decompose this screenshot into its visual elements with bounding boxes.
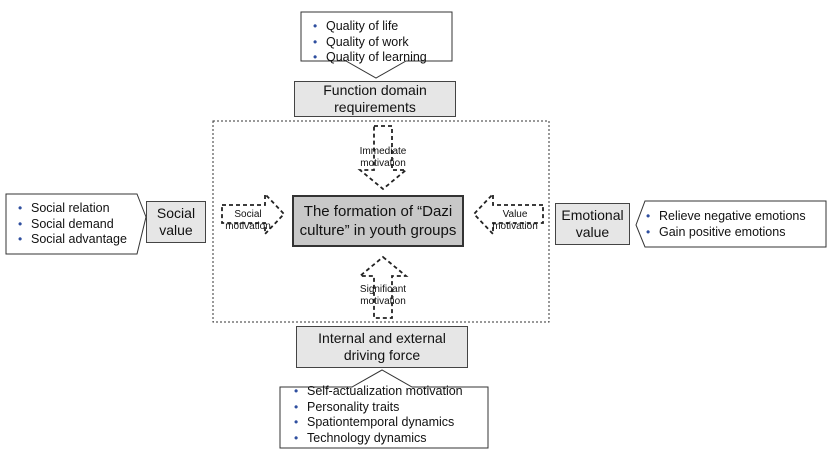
driving-force-label-line1: Internal and external	[318, 330, 446, 347]
list-item: Quality of work	[312, 35, 427, 51]
driving-force-list: Self-actualization motivation Personalit…	[293, 384, 463, 446]
social-value-list: Social relation Social demand Social adv…	[17, 201, 127, 248]
list-item: Gain positive emotions	[645, 225, 806, 241]
social-value-box: Social value	[146, 201, 206, 243]
emotional-value-list: Relieve negative emotions Gain positive …	[645, 209, 806, 240]
list-item: Personality traits	[293, 400, 463, 416]
list-item: Quality of learning	[312, 50, 427, 66]
list-item: Quality of life	[312, 19, 427, 35]
social-motivation-label: Social motivation	[216, 209, 280, 233]
value-motivation-label: Value motivation	[484, 209, 546, 233]
list-item: Technology dynamics	[293, 431, 463, 447]
significant-motivation-arrow	[357, 255, 409, 319]
function-domain-box: Function domain requirements	[294, 81, 456, 117]
emotional-value-box: Emotional value	[555, 203, 630, 245]
function-domain-list: Quality of life Quality of work Quality …	[312, 19, 427, 66]
immediate-motivation-line2: motivation	[360, 158, 406, 169]
social-value-label-line1: Social	[156, 205, 196, 222]
center-label-line2: culture” in youth groups	[299, 222, 457, 239]
social-motivation-line1: Social	[234, 209, 262, 220]
value-motivation-line2: motivation	[492, 221, 538, 232]
list-item: Social advantage	[17, 232, 127, 248]
value-motivation-arrow	[472, 191, 544, 237]
significant-motivation-line2: motivation	[360, 296, 406, 307]
social-value-label-line2: value	[159, 222, 193, 238]
motivation-frame	[212, 120, 550, 323]
list-item: Social relation	[17, 201, 127, 217]
significant-motivation-line1: Significant	[359, 284, 407, 295]
list-item: Self-actualization motivation	[293, 384, 463, 400]
emotional-value-label-line1: Emotional	[561, 207, 624, 224]
function-domain-label-line1: Function domain	[323, 82, 427, 99]
driving-force-label-line2: driving force	[343, 347, 421, 363]
function-domain-label-line2: requirements	[334, 99, 416, 115]
immediate-motivation-arrow	[357, 125, 409, 191]
value-motivation-line1: Value	[502, 209, 528, 220]
driving-force-box: Internal and external driving force	[296, 326, 468, 368]
significant-motivation-label: Significant motivation	[343, 284, 423, 308]
emotional-value-label-line2: value	[575, 224, 610, 240]
immediate-motivation-line1: Immediate	[359, 146, 407, 157]
list-item: Spationtemporal dynamics	[293, 415, 463, 431]
list-item: Social demand	[17, 217, 127, 233]
immediate-motivation-label: Immediate motivation	[345, 146, 421, 170]
center-label-line1: The formation of “Dazi	[303, 202, 453, 220]
dazi-culture-box: The formation of “Dazi culture” in youth…	[292, 195, 464, 247]
social-motivation-line2: motivation	[225, 221, 271, 232]
social-motivation-arrow	[221, 191, 286, 237]
list-item: Relieve negative emotions	[645, 209, 806, 225]
